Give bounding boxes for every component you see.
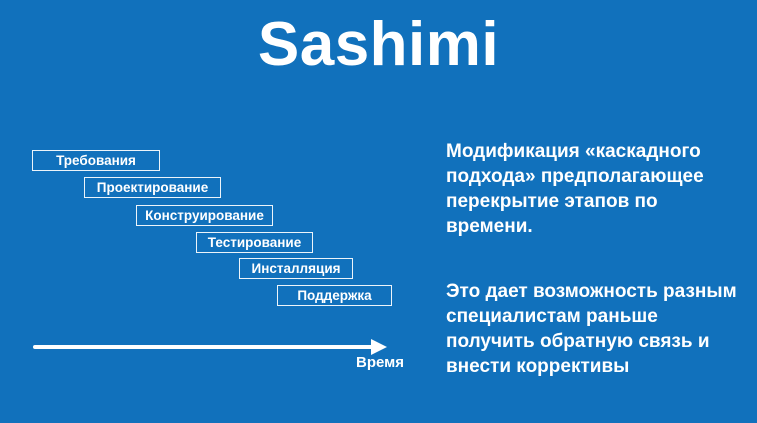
slide-title: Sashimi bbox=[257, 10, 500, 79]
time-axis-label: Время bbox=[356, 354, 404, 371]
stage-label: Требования bbox=[56, 153, 136, 168]
stage-box-design: Проектирование bbox=[84, 177, 221, 198]
stage-label: Тестирование bbox=[207, 235, 302, 250]
stage-box-installation: Инсталляция bbox=[239, 258, 353, 279]
stage-label: Инсталляция bbox=[251, 261, 341, 276]
time-arrow-head-icon bbox=[371, 339, 387, 355]
stage-box-testing: Тестирование bbox=[196, 232, 313, 253]
description-paragraph-2: Это дает возможность разным специалистам… bbox=[446, 281, 737, 377]
stage-label: Проектирование bbox=[96, 180, 209, 195]
description-paragraph-1: Модификация «каскадного подхода» предпол… bbox=[446, 141, 704, 237]
description-block: Модификация «каскадного подхода» предпол… bbox=[446, 114, 748, 404]
time-arrow-shaft bbox=[33, 345, 373, 349]
stage-label: Поддержка bbox=[297, 288, 372, 303]
stage-box-requirements: Требования bbox=[32, 150, 160, 171]
stage-box-support: Поддержка bbox=[277, 285, 392, 306]
stage-box-construction: Конструирование bbox=[136, 205, 273, 226]
stage-label: Конструирование bbox=[145, 208, 264, 223]
